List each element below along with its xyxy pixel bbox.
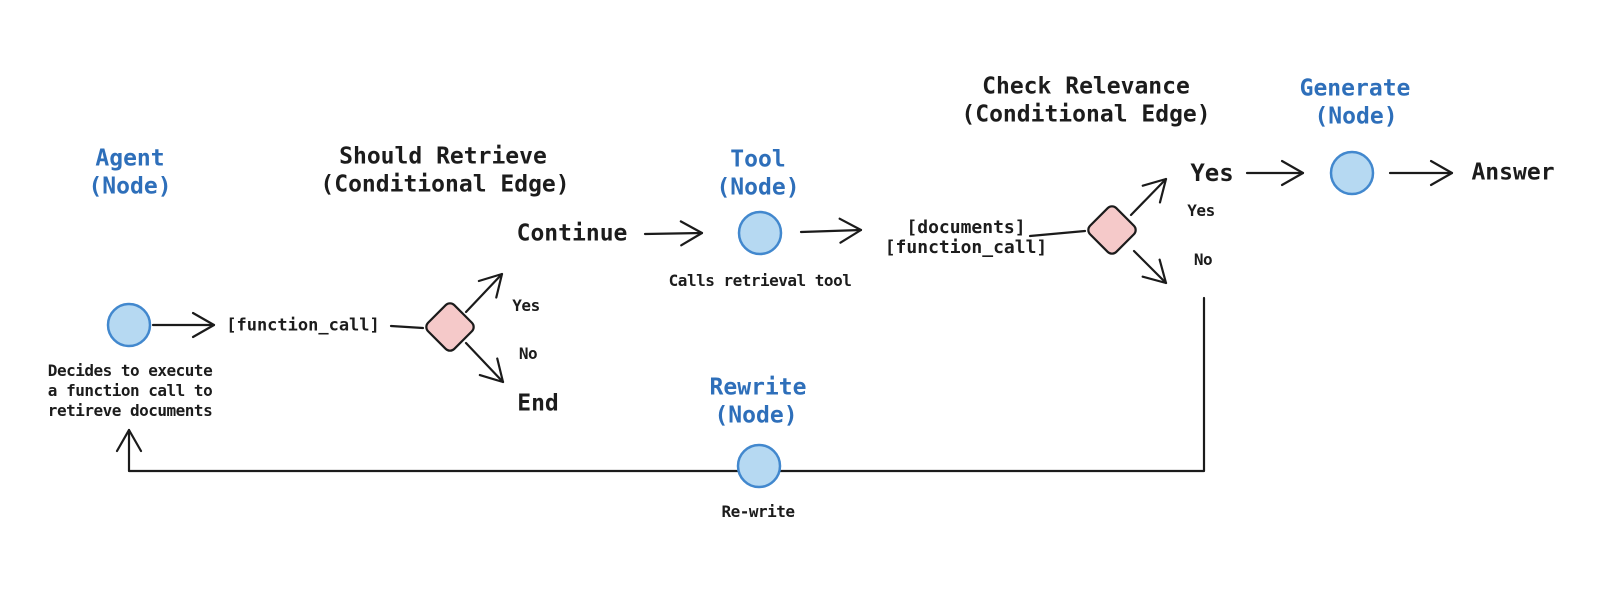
tool-output-line2: [function_call] [884,237,1048,258]
end-label: End [517,390,559,417]
tool-caption: Calls retrieval tool [668,271,852,290]
edge-tool-to-documents [799,217,863,244]
tool-node-subtitle: (Node) [716,174,800,201]
check-relevance-subtitle: (Conditional Edge) [961,101,1211,128]
rewrite-node-title: Rewrite [709,374,807,401]
edge-functioncall-to-diamond1 [389,324,425,330]
check-relevance-yes-target: Yes [1190,159,1234,187]
answer-label: Answer [1471,159,1555,186]
agent-output-label: [function_call] [226,315,380,336]
rewrite-caption: Re-write [721,502,795,521]
edge-documents-to-diamond2 [1028,229,1087,238]
check-relevance-yes-label: Yes [1187,201,1215,220]
tool-node-title: Tool [730,146,786,173]
should-retrieve-title: Should Retrieve [339,143,547,170]
agent-node-title: Agent [95,145,165,172]
check-relevance-title: Check Relevance [982,73,1190,100]
edge-diamond2-yes [1129,177,1168,217]
agent-description-line1: Decides to execute [47,361,213,380]
should-retrieve-diamond [425,302,475,352]
rewrite-node-circle [736,443,782,489]
check-relevance-diamond [1087,205,1137,255]
generate-node-subtitle: (Node) [1314,103,1398,130]
check-relevance-no-label: No [1193,250,1213,269]
should-retrieve-no-label: No [518,344,538,363]
generate-node-title: Generate [1299,75,1411,102]
generate-node-circle [1329,150,1375,196]
rewrite-node-subtitle: (Node) [714,402,798,429]
agent-description-line3: retireve documents [47,401,213,420]
agent-description-line2: a function call to [47,381,213,400]
edge-rewrite-loop-to-agent [115,296,1206,473]
edge-diamond2-no [1132,249,1168,285]
tool-node-circle [737,210,783,256]
edge-diamond1-no [464,341,505,384]
should-retrieve-yes-label: Yes [512,296,540,315]
agent-node-circle [106,302,152,348]
continue-label: Continue [516,220,628,247]
tool-output-line1: [documents] [906,217,1026,238]
agent-node-subtitle: (Node) [88,173,172,200]
edge-continue-to-tool [643,220,704,247]
should-retrieve-subtitle: (Conditional Edge) [320,171,570,198]
edge-diamond1-yes [464,272,504,314]
